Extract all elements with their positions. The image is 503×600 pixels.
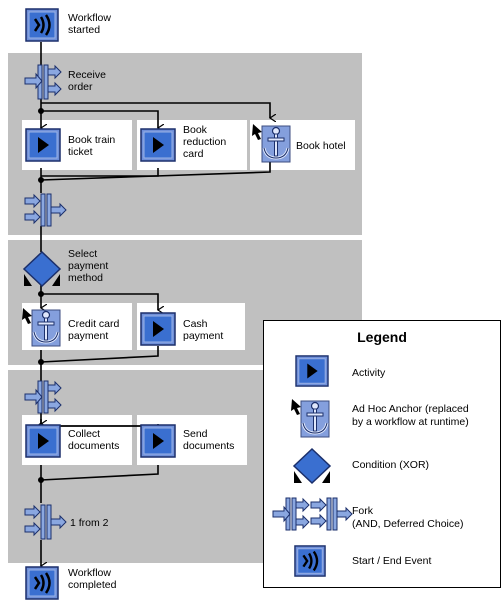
send-documents-label: Send documents [183, 428, 234, 452]
legend-fork-icon [272, 497, 310, 531]
legend-activity-label: Activity [352, 367, 386, 379]
select-payment-line2: payment [68, 260, 109, 272]
collect-line1: Collect [68, 428, 101, 440]
join-icon [24, 504, 67, 540]
send-line2: documents [183, 440, 235, 452]
legend-condition-label: Condition (XOR) [352, 459, 430, 471]
book-reduction-line2: reduction [183, 136, 227, 148]
legend-fork-line1: Fork [352, 505, 373, 517]
book-reduction-label: Book reduction card [183, 124, 226, 160]
legend-fork-line2: (AND, Deferred Choice) [352, 518, 464, 530]
cash-line1: Cash [183, 318, 208, 330]
book-hotel-label: Book hotel [296, 140, 346, 152]
anchor-icon [22, 308, 61, 347]
start-label-line1: Workflow [68, 12, 111, 24]
legend-event-label: Start / End Event [352, 555, 432, 567]
fork-icon [24, 380, 62, 414]
credit-card-line2: payment [68, 330, 109, 342]
legend-event-icon [294, 545, 326, 577]
receive-line2: order [68, 81, 93, 93]
legend-activity-icon [295, 355, 329, 387]
receive-order-label: Receive order [68, 69, 106, 93]
end-event-icon [25, 566, 59, 600]
legend-anchor-line1: Ad Hoc Anchor (replaced [352, 403, 469, 415]
credit-card-label: Credit card payment [68, 318, 119, 342]
legend-box: Legend Activity Ad Hoc Anchor (replaced … [263, 320, 501, 588]
condition-icon [22, 250, 62, 288]
start-event-label: Workflow started [68, 12, 111, 36]
cash-label: Cash payment [183, 318, 223, 342]
anchor-icon [252, 124, 291, 163]
activity-icon [25, 424, 61, 458]
select-payment-label: Select payment method [68, 248, 108, 284]
book-reduction-line1: Book [183, 124, 207, 136]
send-line1: Send [183, 428, 208, 440]
cash-line2: payment [183, 330, 224, 342]
activity-icon [140, 424, 176, 458]
legend-anchor-icon [291, 399, 330, 438]
join-icon [24, 193, 67, 227]
activity-icon [140, 128, 176, 162]
fork-icon [24, 64, 62, 100]
start-event-icon [25, 8, 59, 42]
legend-fork-label: Fork (AND, Deferred Choice) [352, 505, 463, 531]
end-event-label: Workflow completed [68, 567, 116, 591]
legend-join-icon [310, 497, 353, 531]
legend-condition-icon [292, 447, 332, 485]
end-label-line2: completed [68, 579, 117, 591]
collect-line2: documents [68, 440, 120, 452]
legend-anchor-line2: by a workflow at runtime) [352, 416, 469, 428]
select-payment-line3: method [68, 272, 104, 284]
end-label-line1: Workflow [68, 567, 111, 579]
join-label: 1 from 2 [70, 517, 109, 529]
collect-documents-label: Collect documents [68, 428, 119, 452]
book-train-line2: ticket [68, 146, 93, 158]
legend-title: Legend [357, 329, 407, 345]
receive-line1: Receive [68, 69, 106, 81]
start-label-line2: started [68, 24, 101, 36]
book-train-label: Book train ticket [68, 134, 115, 158]
legend-anchor-label: Ad Hoc Anchor (replaced by a workflow at… [352, 403, 469, 429]
activity-icon [25, 128, 61, 162]
book-reduction-line3: card [183, 148, 204, 160]
book-train-line1: Book train [68, 134, 116, 146]
select-payment-line1: Select [68, 248, 98, 260]
activity-icon [140, 312, 176, 346]
credit-card-line1: Credit card [68, 318, 120, 330]
